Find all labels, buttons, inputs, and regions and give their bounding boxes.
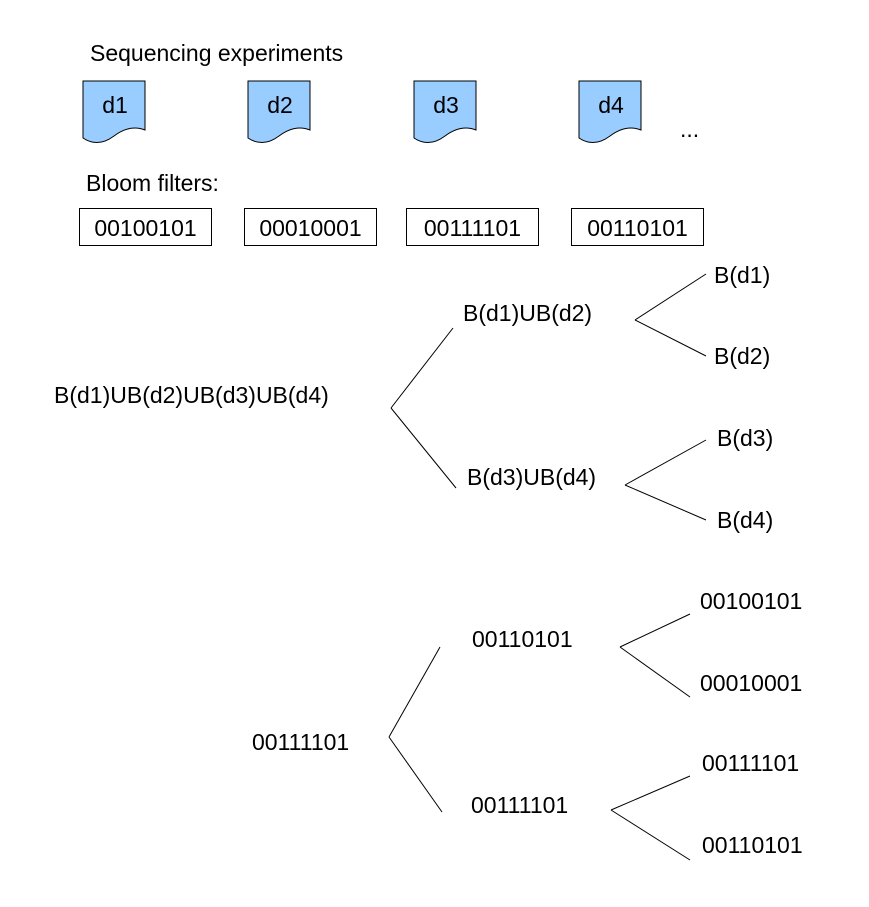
document-label: d1 xyxy=(102,92,128,118)
document-icon xyxy=(578,80,642,143)
edge-bits-left-2 xyxy=(619,646,691,698)
bits-leaf-4: 00110101 xyxy=(702,832,803,858)
edge-bits-root-right xyxy=(388,736,443,813)
bits-right-label: 00111101 xyxy=(471,792,569,818)
edge-left-d2 xyxy=(634,319,707,357)
ellipsis: ... xyxy=(680,116,700,142)
bits-root-label: 00111101 xyxy=(252,729,350,755)
document-label: d2 xyxy=(267,92,293,118)
bloom-filter-d3: 00111101 xyxy=(406,208,539,246)
document-label: d3 xyxy=(433,92,459,118)
document-d3: d3 xyxy=(413,80,479,146)
bloom-filter-d1: 00100101 xyxy=(79,208,212,246)
tree-leaf-d4: B(d4) xyxy=(717,507,774,533)
document-icon xyxy=(413,80,477,143)
tree-leaf-d2: B(d2) xyxy=(714,343,771,369)
bloom-filter-d4: 00110101 xyxy=(571,208,704,246)
tree-leaf-d3: B(d3) xyxy=(717,425,774,451)
edge-right-d4 xyxy=(624,484,707,521)
edge-bits-left-1 xyxy=(619,613,691,648)
sequencing-experiments-heading: Sequencing experiments xyxy=(90,40,344,66)
bits-leaf-1: 00100101 xyxy=(700,588,803,614)
bits-leaf-2: 00010001 xyxy=(700,670,803,696)
document-d2: d2 xyxy=(247,80,313,146)
bloom-filter-d2: 00010001 xyxy=(244,208,377,246)
tree-root-label: B(d1)UB(d2)UB(d3)UB(d4) xyxy=(54,382,329,408)
edge-right-d3 xyxy=(624,439,707,486)
edge-bits-right-1 xyxy=(610,775,691,811)
tree-leaf-d1: B(d1) xyxy=(714,262,771,288)
tree-left-label: B(d1)UB(d2) xyxy=(463,300,593,326)
edge-bits-right-2 xyxy=(610,809,691,861)
tree-right-label: B(d3)UB(d4) xyxy=(467,464,597,490)
document-icon xyxy=(247,80,311,143)
edge-root-left xyxy=(390,327,454,409)
document-icon xyxy=(82,80,146,143)
document-label: d4 xyxy=(598,92,624,118)
bits-leaf-3: 00111101 xyxy=(702,750,800,776)
bits-left-label: 00110101 xyxy=(472,626,573,652)
edge-root-right xyxy=(390,407,457,489)
edge-left-d1 xyxy=(634,273,707,321)
document-d4: d4 xyxy=(578,80,644,146)
edge-bits-root-left xyxy=(388,646,441,738)
document-d1: d1 xyxy=(82,80,148,146)
bloom-filters-heading: Bloom filters: xyxy=(86,170,219,196)
